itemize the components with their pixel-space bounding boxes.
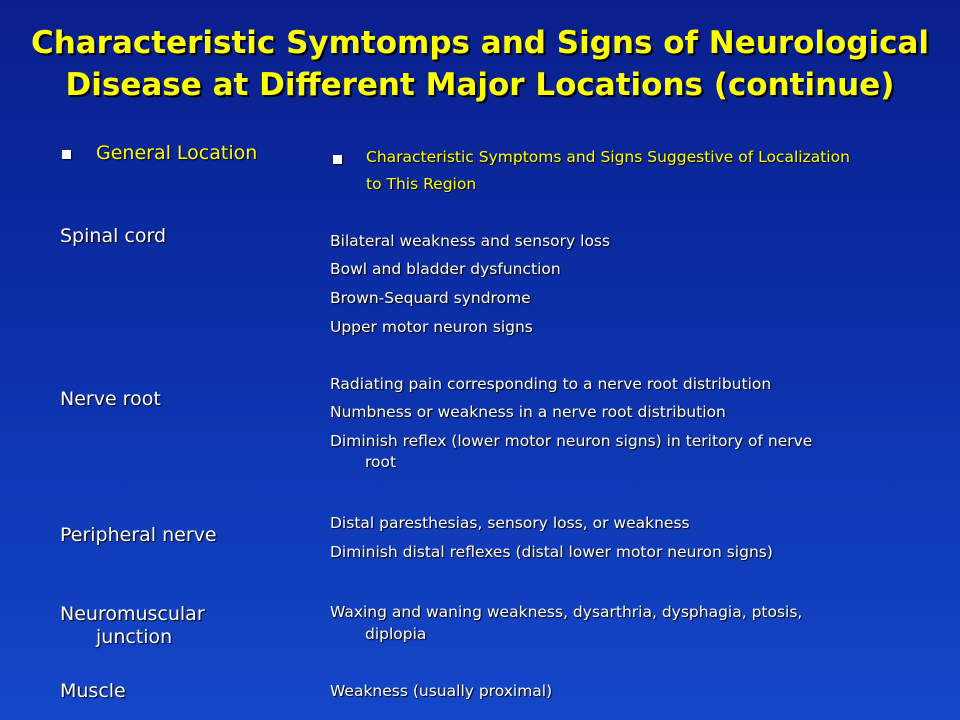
symptom-root-3-line-2: root xyxy=(365,453,397,471)
slide-title: Characteristic Symtomps and Signs of Neu… xyxy=(20,22,940,106)
location-spinal-cord: Spinal cord xyxy=(60,225,167,247)
symptom-periph-2: Diminish distal reflexes (distal lower m… xyxy=(330,543,773,561)
location-muscle: Muscle xyxy=(60,680,126,702)
header-symptoms-line-1: Characteristic Symptoms and Signs Sugges… xyxy=(366,148,850,166)
location-nmj-line-2: junction xyxy=(96,626,173,648)
symptom-spinal-4: Upper motor neuron signs xyxy=(330,318,533,336)
location-nerve-root: Nerve root xyxy=(60,388,161,410)
symptom-periph-1: Distal paresthesias, sensory loss, or we… xyxy=(330,514,690,532)
symptom-root-3-line-1: Diminish reflex (lower motor neuron sign… xyxy=(330,432,813,450)
bullet-right-header xyxy=(333,155,342,164)
symptom-root-1: Radiating pain corresponding to a nerve … xyxy=(330,375,772,393)
symptom-nmj-line-2: diplopia xyxy=(365,625,427,643)
symptom-spinal-1: Bilateral weakness and sensory loss xyxy=(330,232,611,250)
symptom-spinal-2: Bowl and bladder dysfunction xyxy=(330,260,561,278)
title-line-2: Disease at Different Major Locations (co… xyxy=(65,67,895,103)
symptom-nmj-line-1: Waxing and waning weakness, dysarthria, … xyxy=(330,603,803,621)
location-nmj-line-1: Neuromuscular xyxy=(60,603,205,625)
header-general-location: General Location xyxy=(96,142,258,164)
header-symptoms-line-2: to This Region xyxy=(366,175,477,193)
bullet-left-header xyxy=(62,150,71,159)
symptom-muscle-1: Weakness (usually proximal) xyxy=(330,682,553,700)
symptom-root-2: Numbness or weakness in a nerve root dis… xyxy=(330,403,726,421)
title-line-1: Characteristic Symtomps and Signs of Neu… xyxy=(30,25,930,61)
symptom-spinal-3: Brown-Sequard syndrome xyxy=(330,289,531,307)
location-peripheral-nerve: Peripheral nerve xyxy=(60,524,217,546)
